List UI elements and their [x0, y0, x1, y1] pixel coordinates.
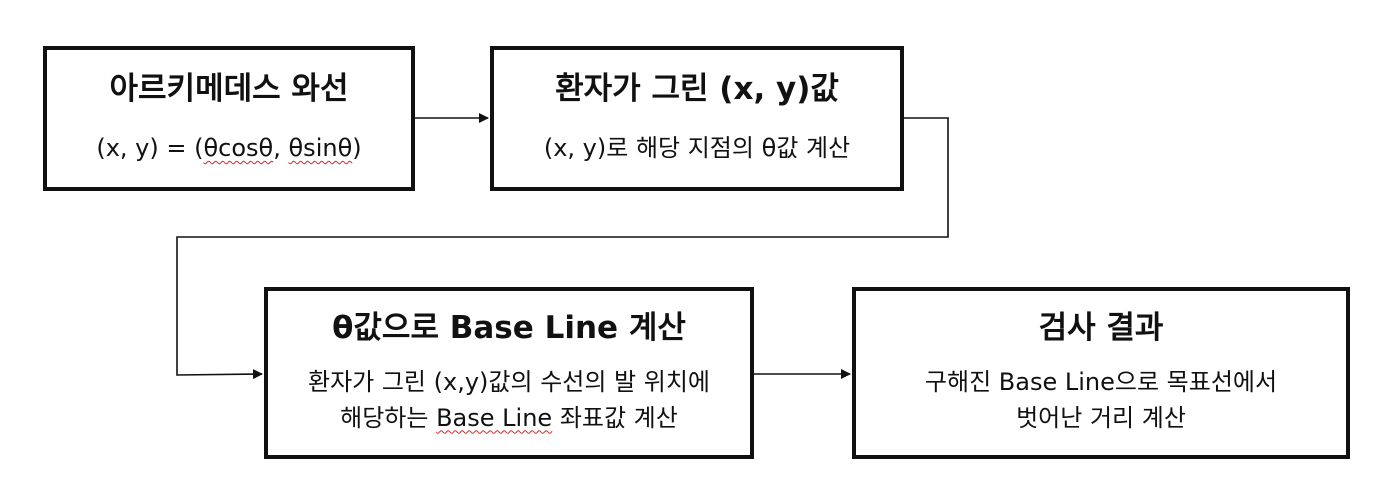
formula-separator: ,	[273, 134, 289, 163]
box-description-line2: 해당하는 Base Line 좌표값 계산	[340, 400, 678, 436]
box-test-result: 검사 결과 구해진 Base Line으로 목표선에서 벗어난 거리 계산	[852, 287, 1350, 459]
box-title: 환자가 그린 (x, y)값	[555, 70, 839, 107]
desc-term-baseline: Base Line	[436, 403, 553, 432]
formula-term-cos: θcosθ	[203, 134, 274, 163]
formula-term-sin: θsinθ	[288, 134, 353, 163]
box-description-line1: 환자가 그린 (x,y)값의 수선의 발 위치에	[307, 367, 711, 396]
box-description-line2: 벗어난 거리 계산	[1016, 403, 1186, 432]
box-title: 검사 결과	[1038, 310, 1164, 347]
box-patient-xy: 환자가 그린 (x, y)값 (x, y)로 해당 지점의 θ값 계산	[490, 46, 904, 191]
desc-prefix: 해당하는	[340, 403, 437, 432]
formula-suffix: )	[352, 134, 362, 163]
box-title: 아르키메데스 와선	[109, 70, 349, 107]
desc-suffix: 좌표값 계산	[552, 403, 678, 432]
formula-prefix: (x, y) = (	[96, 134, 204, 163]
box-baseline-calc: θ값으로 Base Line 계산 환자가 그린 (x,y)값의 수선의 발 위…	[264, 287, 754, 459]
box-description: (x, y)로 해당 지점의 θ값 계산	[543, 134, 851, 163]
box-formula: (x, y) = (θcosθ, θsinθ)	[96, 130, 361, 166]
box-title: θ값으로 Base Line 계산	[332, 310, 686, 347]
box-description-line1: 구해진 Base Line으로 목표선에서	[924, 367, 1278, 396]
box-archimedes-spiral: 아르키메데스 와선 (x, y) = (θcosθ, θsinθ)	[43, 46, 415, 191]
